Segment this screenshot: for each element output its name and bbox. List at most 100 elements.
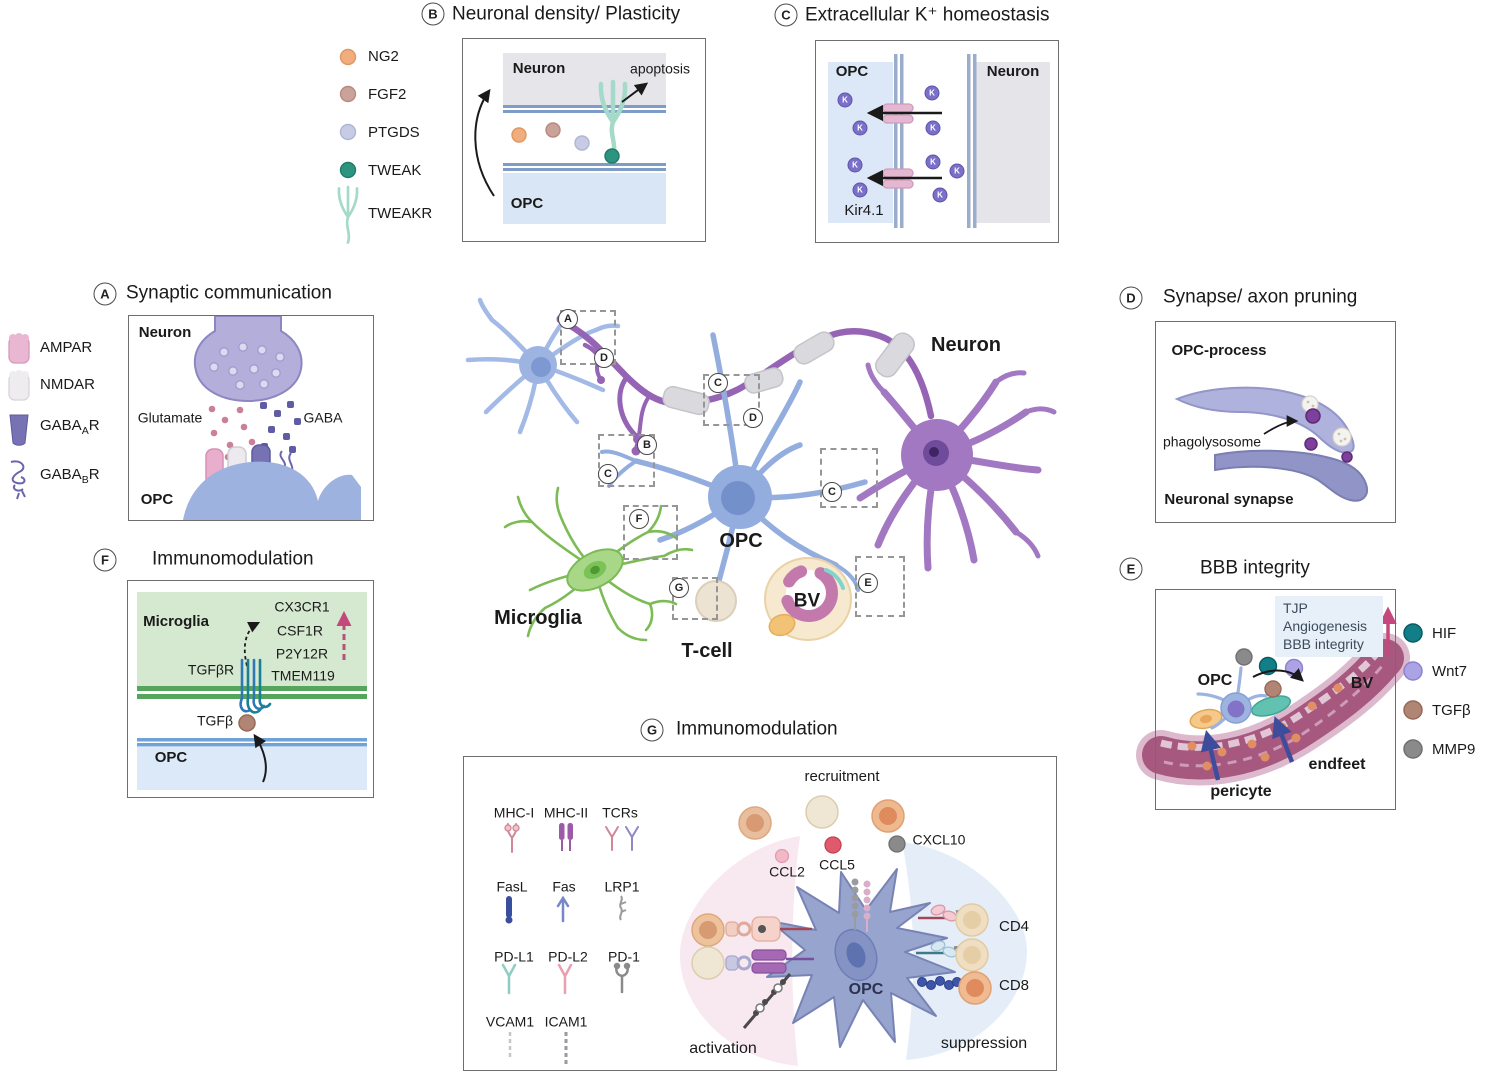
opc-endfeet	[1250, 695, 1292, 717]
gene-p2y12r: P2Y12R	[275, 645, 329, 662]
panel-a-neuron-label: Neuron	[138, 323, 192, 341]
zoom-box-c-mid	[703, 374, 760, 426]
panel-c-opc-label: OPC	[835, 62, 869, 80]
k-ion: K	[932, 187, 948, 203]
central-neuron-label: Neuron	[931, 334, 1001, 356]
panel-d-title: Synapse/ axon pruning	[1163, 286, 1358, 308]
panel-f-badge: F	[93, 548, 117, 572]
neuronal-synapse-label: Neuronal synapse	[1164, 490, 1294, 508]
gene-tmem119: TMEM119	[271, 667, 335, 684]
k-ion: K	[837, 92, 853, 108]
legend-label-tgfb: TGFβ	[1432, 701, 1471, 719]
legend-label-mmp9: MMP9	[1432, 740, 1476, 758]
panel-f-title: Immunomodulation	[152, 548, 314, 570]
suppression-label: suppression	[940, 1035, 1028, 1053]
pd1-icon	[613, 962, 631, 994]
panel-c-neuron-label: Neuron	[986, 62, 1040, 80]
left-receptor-row-2	[691, 946, 814, 980]
panel-e-badge: E	[1119, 557, 1143, 581]
legend-label-icam1: ICAM1	[544, 1013, 588, 1030]
cd8-label: CD8	[998, 976, 1030, 994]
panel-f-opc-label: OPC	[154, 748, 188, 766]
panel-g-box	[463, 756, 1057, 1071]
secreted-molecules	[511, 122, 620, 164]
zoom-box-a	[560, 310, 616, 365]
panel-b-badge: B	[421, 2, 445, 26]
k-ion: K	[925, 120, 941, 136]
mhc2-icon	[559, 823, 573, 851]
microglia-label: Microglia	[143, 612, 209, 630]
legend-label-fgf2: FGF2	[368, 85, 407, 103]
tweakr-receptor-icon	[598, 79, 628, 159]
legend-label-tcrs: TCRs	[602, 804, 638, 821]
legend-label-mhc1: MHC-I	[493, 804, 535, 821]
kir41-channel-icon	[882, 103, 914, 189]
tcr-icons	[605, 826, 639, 851]
blood-vessel-wall	[1136, 633, 1410, 786]
panel-a-badge: A	[93, 282, 117, 306]
surface-chains	[851, 878, 871, 932]
bbb-effects-list: TJP Angiogenesis BBB integrity	[1275, 596, 1383, 657]
opc-cell-small	[1196, 666, 1268, 730]
recruited-cells	[738, 795, 905, 840]
central-badge-b: B	[637, 435, 657, 455]
left-receptor-row-1	[691, 913, 812, 947]
ccl2-label: CCL2	[769, 863, 805, 880]
pericyte-cell	[1189, 708, 1223, 730]
legend-label-ng2: NG2	[368, 47, 399, 65]
k-ion: K	[949, 163, 965, 179]
legend-label-hif: HIF	[1432, 624, 1457, 642]
cd4-cell-2	[955, 938, 989, 972]
tgfb-molecule	[238, 714, 256, 732]
legend-label-wnt7: Wnt7	[1432, 662, 1468, 680]
opc-process-label: OPC-process	[1171, 341, 1267, 359]
central-blue-neuron	[465, 297, 621, 435]
central-purple-neuron	[856, 362, 1057, 572]
debris-particles	[1301, 395, 1352, 447]
mhc1-icon	[504, 823, 520, 853]
legend-label-tweakr: TWEAKR	[368, 204, 433, 222]
panel-g-title: Immunomodulation	[676, 718, 838, 740]
activation-fan	[679, 836, 800, 1066]
central-badge-c2: C	[598, 464, 618, 484]
central-badge-c3: C	[822, 482, 842, 502]
panel-a-opc-label: OPC	[140, 490, 174, 508]
legend-label-vcam1: VCAM1	[485, 1013, 535, 1030]
k-ion: K	[847, 157, 863, 173]
tgfbr-label: TGFβR	[187, 661, 235, 678]
right-receptor-row-1	[918, 904, 969, 925]
k-ion: K	[852, 120, 868, 136]
panel-e-opc-label: OPC	[1197, 672, 1233, 690]
recruitment-label: recruitment	[804, 767, 880, 785]
zoom-box-f	[623, 505, 678, 560]
legend-label-pdl2: PD-L2	[548, 948, 588, 965]
phagolysosome-label: phagolysosome	[1162, 433, 1262, 450]
legend-label-pdl1: PD-L1	[494, 948, 534, 965]
ccl5-label: CCL5	[819, 856, 855, 873]
tgfbr-receptor-icon	[239, 658, 272, 714]
central-badge-e: E	[858, 573, 878, 593]
panel-e-box	[1155, 589, 1396, 810]
ampar-icon	[8, 333, 30, 364]
panel-b-art	[337, 48, 666, 244]
central-microglia-cell	[503, 486, 694, 642]
k-ion: K	[852, 182, 868, 198]
legend-label-ptgds: PTGDS	[368, 123, 420, 141]
panel-e-art	[1136, 606, 1423, 786]
panel-b-neuron-label: Neuron	[512, 59, 566, 77]
legend-label-gababr: GABABR	[40, 466, 100, 487]
activation-label: activation	[689, 1040, 757, 1058]
panel-b-title: Neuronal density/ Plasticity	[452, 3, 681, 25]
panel-d-badge: D	[1119, 286, 1143, 310]
legend-label-lrp1: LRP1	[604, 878, 640, 895]
legend-label-ampar: AMPAR	[40, 339, 93, 357]
panel-e-title: BBB integrity	[1200, 557, 1310, 579]
panel-b-box	[462, 38, 706, 242]
zoom-box-b	[598, 434, 655, 487]
panel-a-title: Synaptic communication	[126, 282, 332, 304]
lrp1-icon	[619, 895, 627, 921]
central-badge-d1: D	[594, 348, 614, 368]
nmdar-icon	[8, 370, 30, 401]
